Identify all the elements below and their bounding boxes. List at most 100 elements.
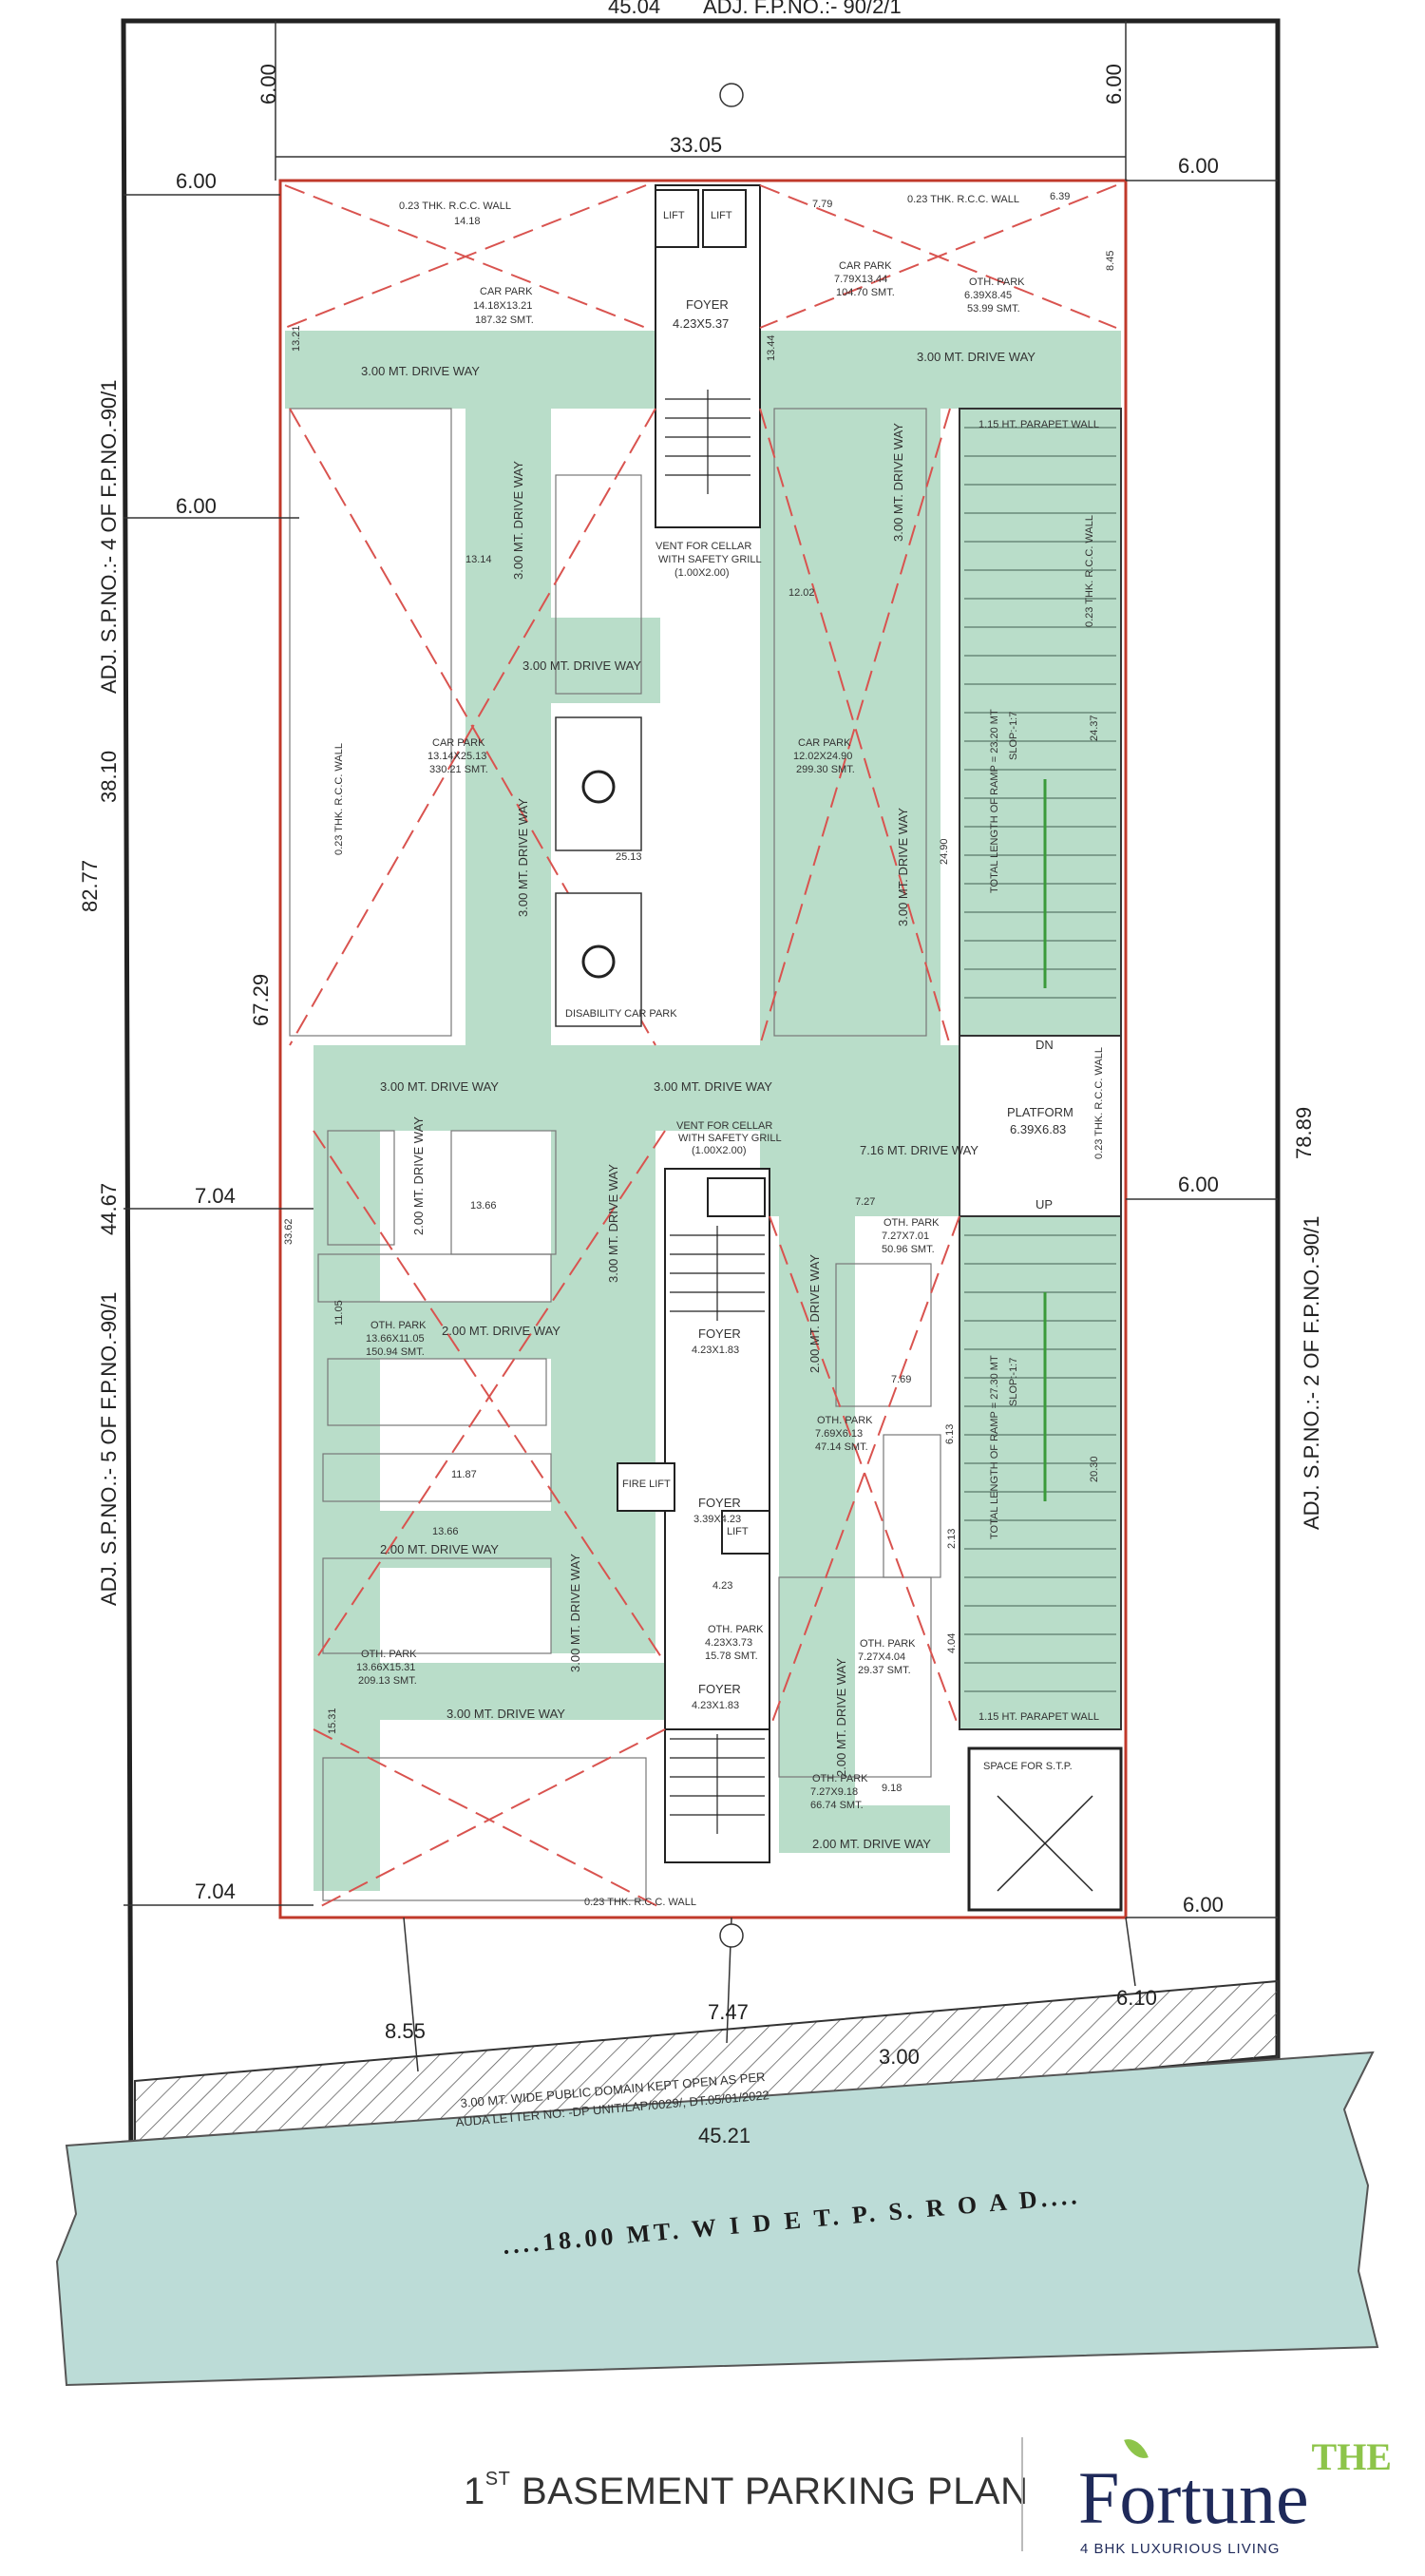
foyer-4: FOYER (698, 1682, 741, 1696)
driveway-label-13: 2.00 MT. DRIVE WAY (442, 1324, 560, 1338)
svg-text:6.39X8.45: 6.39X8.45 (964, 290, 1012, 301)
adj-left-upper: ADJ. S.P.NO.:- 4 OF F.P.NO.-90/1 (97, 379, 121, 694)
dim-1366: 13.66 (470, 1200, 497, 1212)
ramp2-slope: SLOP:-1:7 (1008, 1358, 1019, 1406)
oth-park-f: OTH. PARK 13.66X11.05 150.94 SMT. (366, 1320, 427, 1358)
car-park-a: CAR PARK 14.18X13.21 187.32 SMT. (473, 286, 534, 326)
brand-tagline: 4 BHK LUXURIOUS LIVING (1080, 2541, 1281, 2557)
foyer-2: FOYER (698, 1326, 741, 1341)
svg-text:104.70 SMT.: 104.70 SMT. (836, 287, 895, 298)
platform-size: 6.39X6.83 (1010, 1122, 1066, 1136)
svg-text:209.13 SMT.: 209.13 SMT. (358, 1675, 417, 1687)
oth-park-k: OTH. PARK 7.27X4.04 29.37 SMT. (858, 1638, 916, 1676)
foyer-3: FOYER (698, 1496, 741, 1510)
dim-side-right-2: 6.00 (1178, 1173, 1219, 1196)
driveway-label-15: 3.00 MT. DRIVE WAY (568, 1554, 582, 1672)
driveway-label-6: 3.00 MT. DRIVE WAY (516, 798, 530, 917)
dim-213: 2.13 (946, 1529, 958, 1549)
dim-1202: 12.02 (788, 587, 815, 599)
svg-text:OTH. PARK: OTH. PARK (708, 1624, 764, 1635)
ramp1-label: TOTAL LENGTH OF RAMP = 23.20 MT (989, 709, 1000, 893)
dim-bottom-610: 6.10 (1116, 1986, 1157, 2010)
svg-text:DISABILITY CAR PARK: DISABILITY CAR PARK (565, 1008, 677, 1020)
driveway-label-16: 3.00 MT. DRIVE WAY (446, 1707, 565, 1721)
dim-918: 9.18 (882, 1783, 902, 1794)
oth-park-h: OTH. PARK 7.27X7.01 50.96 SMT. (882, 1217, 940, 1255)
dim-2513: 25.13 (616, 851, 642, 863)
foyer-1-size: 4.23X5.37 (673, 316, 729, 331)
rcc-wall-top-1: 0.23 THK. R.C.C. WALL (399, 200, 511, 212)
plan-title-superscript: ST (484, 2469, 511, 2490)
footer-divider (1021, 2437, 1023, 2551)
driveway-label-3: 3.00 MT. DRIVE WAY (511, 461, 525, 580)
up-label: UP (1036, 1197, 1053, 1212)
dim-top-total: 45.04 (608, 0, 660, 18)
svg-text:CAR PARK: CAR PARK (798, 737, 851, 749)
oth-park-g: OTH. PARK 13.66X15.31 209.13 SMT. (356, 1649, 417, 1687)
svg-text:13.66X11.05: 13.66X11.05 (366, 1333, 425, 1345)
dim-727: 7.27 (855, 1196, 875, 1208)
dim-613: 6.13 (944, 1424, 956, 1444)
oth-park-c: OTH. PARK 6.39X8.45 53.99 SMT. (964, 277, 1025, 315)
parapet-label-1: 1.15 HT. PARAPET WALL (978, 419, 1099, 430)
svg-text:13.14X25.13: 13.14X25.13 (428, 751, 486, 762)
plan-title-prefix: 1 (464, 2471, 485, 2512)
dim-639: 6.39 (1050, 191, 1070, 202)
foyer-1: FOYER (686, 297, 729, 312)
dim-bottom-855: 8.55 (385, 2019, 426, 2043)
dim-1187: 11.87 (451, 1469, 477, 1480)
ramp-upper (959, 408, 1122, 1037)
public-domain-strip (134, 1979, 1279, 2159)
oth-park-l: OTH. PARK 7.27X9.18 66.74 SMT. (810, 1773, 868, 1811)
driveways (285, 331, 1121, 1891)
driveway-label-11: 2.00 MT. DRIVE WAY (411, 1116, 426, 1235)
core-lower (664, 1728, 770, 1863)
svg-text:53.99 SMT.: 53.99 SMT. (967, 303, 1020, 315)
svg-text:330.21 SMT.: 330.21 SMT. (429, 764, 488, 775)
dim-side-left-4: 7.04 (195, 1880, 236, 1903)
dim-1366b: 13.66 (432, 1526, 459, 1537)
vent-2b: WITH SAFETY GRILL (678, 1133, 782, 1144)
ramp-lower (959, 1215, 1122, 1730)
svg-text:50.96 SMT.: 50.96 SMT. (882, 1244, 935, 1255)
svg-text:150.94 SMT.: 150.94 SMT. (366, 1346, 425, 1358)
ramp2-label: TOTAL LENGTH OF RAMP = 27.30 MT (989, 1355, 1000, 1539)
dim-side-left-3: 7.04 (195, 1184, 236, 1208)
svg-text:7.69X6.13: 7.69X6.13 (815, 1428, 863, 1440)
car-park-b: CAR PARK 7.79X13.44 104.70 SMT. (834, 260, 895, 298)
dim-779: 7.79 (812, 199, 832, 210)
dim-1531: 15.31 (327, 1708, 338, 1734)
dim-2030: 20.30 (1089, 1456, 1100, 1482)
svg-text:OTH. PARK: OTH. PARK (361, 1649, 417, 1660)
lift-label-2: LIFT (711, 210, 732, 221)
rcc-wall-right-1: 0.23 THK. R.C.C. WALL (1084, 515, 1095, 627)
vent-1: VENT FOR CELLAR (656, 541, 751, 552)
vent-1b: WITH SAFETY GRILL (658, 554, 762, 565)
adj-right: ADJ. S.P.NO.:- 2 OF F.P.NO.-90/1 (1300, 1215, 1323, 1530)
dim-845: 8.45 (1105, 251, 1116, 271)
driveway-label-7: 3.00 MT. DRIVE WAY (896, 808, 910, 926)
svg-text:OTH. PARK: OTH. PARK (860, 1638, 916, 1650)
dim-2437: 24.37 (1089, 715, 1100, 741)
driveway-label-17: 2.00 MT. DRIVE WAY (808, 1254, 822, 1373)
driveway-label-2: 3.00 MT. DRIVE WAY (917, 350, 1036, 364)
dim-margin-top-right: 6.00 (1102, 64, 1126, 105)
dim-1105: 11.05 (333, 1300, 345, 1326)
svg-text:299.30 SMT.: 299.30 SMT. (796, 764, 855, 775)
foyer-4-size: 4.23X1.83 (692, 1700, 739, 1711)
dimension-lines (124, 21, 1278, 2072)
svg-text:187.32 SMT.: 187.32 SMT. (475, 315, 534, 326)
stp-space (967, 1746, 1123, 1912)
dim-side-right-3: 6.00 (1183, 1893, 1224, 1917)
svg-text:7.27X9.18: 7.27X9.18 (810, 1786, 858, 1798)
dim-bottom-747: 7.47 (708, 2000, 749, 2024)
dim-side-right-1: 6.00 (1178, 154, 1219, 178)
rcc-wall-left: 0.23 THK. R.C.C. WALL (333, 743, 345, 855)
svg-text:7.27X7.01: 7.27X7.01 (882, 1231, 929, 1242)
driveway-label-1: 3.00 MT. DRIVE WAY (361, 364, 480, 378)
vent-2: VENT FOR CELLAR (676, 1120, 772, 1132)
svg-text:4.23X3.73: 4.23X3.73 (705, 1637, 752, 1649)
dim-side-left-2: 6.00 (176, 494, 217, 518)
brand-logo: THE Fortune 4 BHK LUXURIOUS LIVING (1078, 2433, 1392, 2563)
parking-bays (289, 408, 941, 1901)
